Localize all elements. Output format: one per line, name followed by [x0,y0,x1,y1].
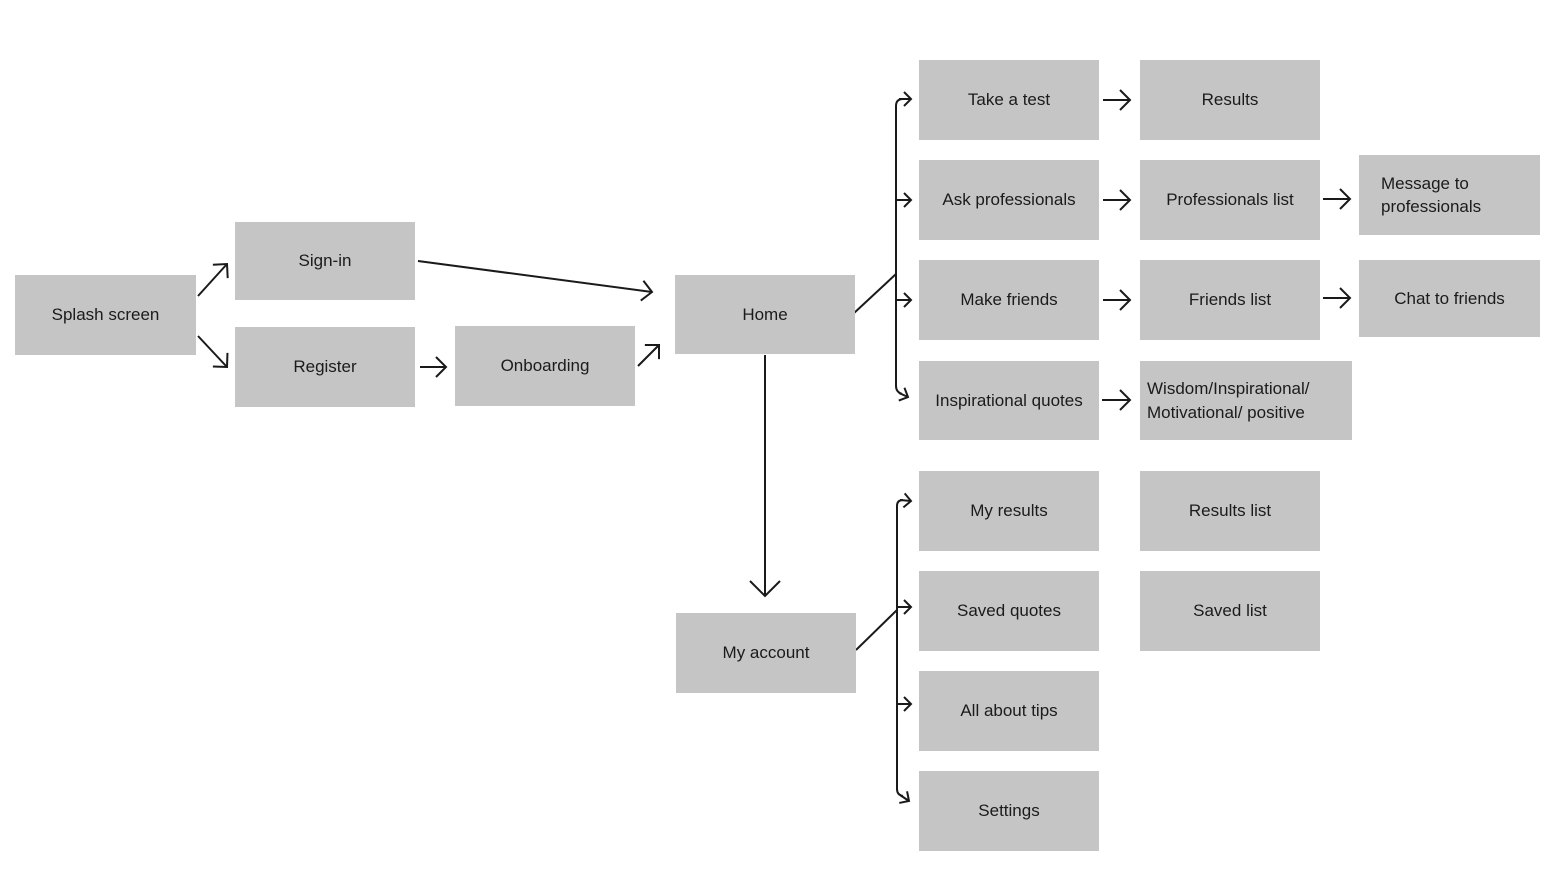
node-results-list: Results list [1140,471,1320,551]
node-wisdom-quotes: Wisdom/Inspirational/ Motivational/ posi… [1140,361,1352,440]
node-take-a-test: Take a test [919,60,1099,140]
node-sign-in: Sign-in [235,222,415,300]
node-settings: Settings [919,771,1099,851]
edge-myaccount-to-settings [899,791,911,804]
edge-myaccount-branch-connector [855,609,898,651]
edge-onboarding-to-home [637,344,660,367]
edge-splash-to-signin [197,262,229,297]
node-onboarding: Onboarding [455,326,635,406]
node-friends-list: Friends list [1140,260,1320,340]
edge-splash-to-register [197,335,229,369]
node-inspirational-quotes: Inspirational quotes [919,361,1099,440]
edge-home-to-inspirational-quotes [898,387,910,402]
node-make-friends: Make friends [919,260,1099,340]
node-register: Register [235,327,415,407]
edge-home-branch-connector [852,273,897,315]
node-message-to-professionals: Message to professionals [1359,155,1540,235]
node-professionals-list: Professionals list [1140,160,1320,240]
node-saved-list: Saved list [1140,571,1320,651]
node-results: Results [1140,60,1320,140]
node-ask-professionals: Ask professionals [919,160,1099,240]
node-splash-screen: Splash screen [15,275,196,355]
node-home: Home [675,275,855,354]
node-chat-to-friends: Chat to friends [1359,260,1540,337]
node-all-about-tips: All about tips [919,671,1099,751]
node-my-account: My account [676,613,856,693]
edge-myaccount-to-my-results [899,492,913,509]
node-my-results: My results [919,471,1099,551]
node-saved-quotes: Saved quotes [919,571,1099,651]
edge-signin-to-home [417,260,654,302]
myaccount-branch-spine [896,499,904,797]
home-branch-spine [895,98,904,395]
